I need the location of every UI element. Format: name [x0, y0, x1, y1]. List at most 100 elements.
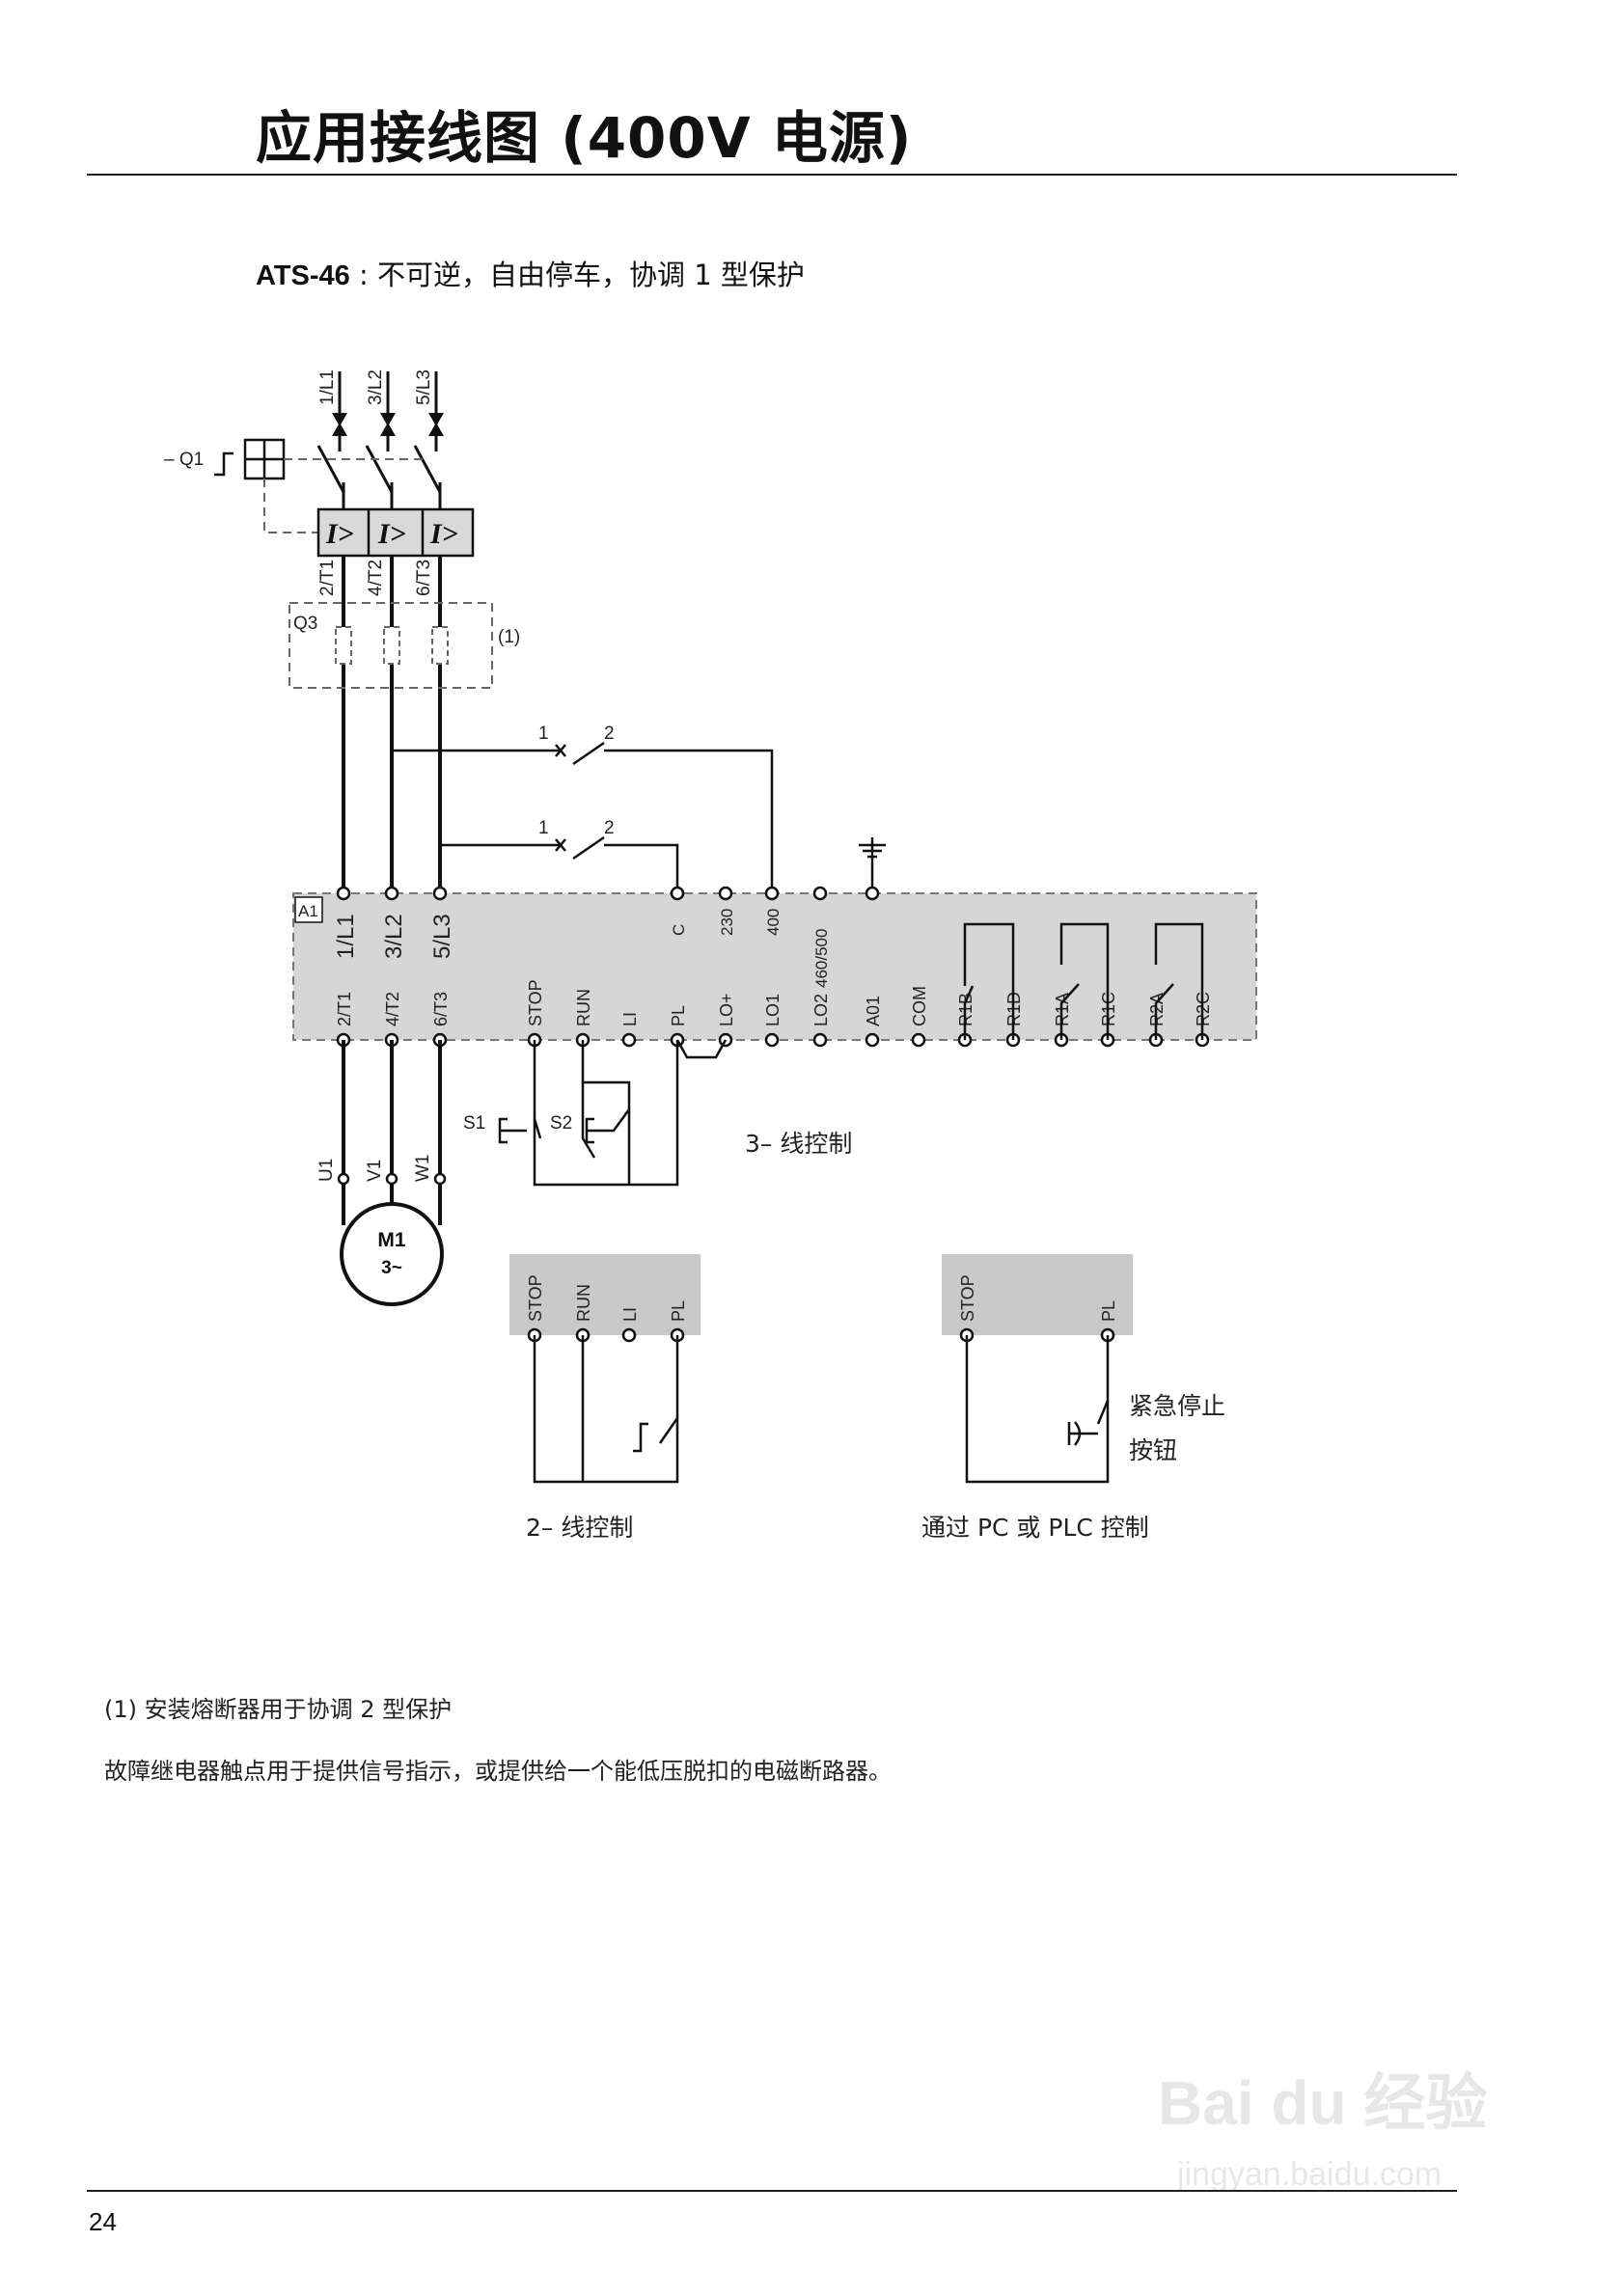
terminal-label-li: LI	[620, 1307, 640, 1322]
fuse-box-q3	[288, 602, 493, 689]
terminal-label-run: RUN	[574, 989, 593, 1026]
terminal-label-4-t2: 4/T2	[383, 992, 402, 1026]
two-wire-terminals: STOP RUN LI PL	[526, 1274, 688, 1343]
plc-caption: 通过 PC 或 PLC 控制	[921, 1514, 1149, 1542]
terminal-label-a01: A01	[864, 996, 883, 1026]
breaker-out-t3: 6/T3	[414, 560, 434, 596]
supply-label-l1: 1/L1	[317, 369, 338, 405]
motor-name: M1	[377, 1229, 405, 1251]
footnote-2: 故障继电器触点用于提供信号指示，或提供给一个能低压脱扣的电磁断路器。	[104, 1758, 892, 1785]
motor-label-v1: V1	[365, 1160, 385, 1182]
breaker-contacts	[316, 436, 442, 509]
terminal-label-230: 230	[718, 909, 736, 936]
terminal-230	[718, 886, 733, 901]
switch-label-s2: S2	[550, 1113, 572, 1134]
terminal-label-lo2: LO2	[811, 994, 831, 1026]
ground-icon	[859, 837, 886, 893]
terminal-label-lo-: LO+	[717, 993, 736, 1026]
page-number: 24	[89, 2207, 117, 2236]
terminal-lo2	[812, 1032, 828, 1048]
terminal-label-5-l3: 5/L3	[429, 914, 455, 959]
motor-leads	[342, 1040, 442, 1225]
supply-label-l3: 5/L3	[414, 369, 434, 405]
terminal-label-3-l2: 3/L2	[381, 914, 407, 959]
footnote-1: (1) 安装熔断器用于协调 2 型保护	[104, 1696, 453, 1723]
terminal-c	[670, 886, 685, 901]
three-wire-circuit	[498, 1040, 679, 1187]
estop-label-2: 按钮	[1129, 1436, 1177, 1464]
diagram-subtitle: ATS-46 : 不可逆，自由停车，协调 1 型保护	[256, 253, 805, 293]
breaker-out-t1: 2/T1	[317, 560, 338, 596]
terminal-label-lo1: LO1	[763, 994, 783, 1026]
breaker-handle-icon	[214, 451, 234, 477]
top-terminals: 1/L1 3/L2 5/L3 C 230 400 460/500	[333, 886, 880, 988]
subtitle-description: : 不可逆，自由停车，协调 1 型保护	[349, 259, 805, 291]
supply-label-l2: 3/L2	[366, 369, 386, 405]
control-contacts	[392, 741, 774, 893]
power-lines	[342, 556, 442, 893]
two-wire-terminal-block	[509, 1254, 701, 1335]
plc-circuit	[965, 1335, 1110, 1484]
contact-pin-2a: 2	[604, 724, 615, 744]
terminal-li	[621, 1032, 637, 1048]
terminal-label-pl: PL	[669, 1005, 688, 1026]
watermark-url: jingyan.baidu.com	[1176, 2156, 1442, 2193]
breaker-linkage	[263, 458, 425, 533]
header-rule	[87, 174, 1457, 176]
watermark-brand: Bai du 经验	[1158, 2068, 1487, 2138]
motor-label-u1: U1	[316, 1159, 337, 1182]
motor-icon	[340, 1202, 444, 1306]
terminal-460-500	[812, 886, 828, 901]
terminal-label-2-t1: 2/T1	[335, 992, 354, 1026]
footer-rule	[87, 2190, 1457, 2192]
model-name: ATS-46	[256, 260, 350, 291]
supply-terminals	[332, 413, 444, 436]
motor-phase: 3~	[381, 1258, 402, 1278]
contact-pin-1b: 1	[538, 818, 549, 838]
contact-pin-1a: 1	[538, 724, 549, 744]
terminal-label-stop: STOP	[526, 979, 545, 1026]
terminal-com	[911, 1032, 926, 1048]
plc-terminal-block	[942, 1254, 1133, 1335]
terminal-label-460-500: 460/500	[812, 929, 831, 988]
terminal-label-c: C	[670, 924, 688, 936]
controller-block-a1	[292, 892, 1257, 1041]
terminal-a01	[865, 1032, 880, 1048]
motor-label-w1: W1	[413, 1155, 433, 1183]
terminal-li	[621, 1327, 637, 1343]
two-wire-circuit	[533, 1335, 679, 1484]
fuse-elements	[335, 626, 449, 665]
terminal-1-l1	[336, 886, 351, 901]
page-title: 应用接线图 (400V 电源)	[256, 105, 913, 171]
watermark-logo: Bai du 经验 jingyan.baidu.com	[1158, 2068, 1487, 2193]
three-wire-caption: 3– 线控制	[745, 1130, 852, 1158]
fuse-label: Q3	[293, 614, 317, 634]
terminal-label-com: COM	[910, 986, 929, 1026]
trip-symbol-3: I>	[429, 518, 458, 550]
terminal-label-pl: PL	[1099, 1300, 1118, 1322]
terminal-label-run: RUN	[574, 1284, 593, 1322]
breaker-out-t2: 4/T2	[366, 560, 386, 596]
trip-units: I> I> I>	[316, 507, 475, 558]
two-wire-caption: 2– 线控制	[526, 1514, 633, 1542]
switch-label-s1: S1	[463, 1113, 485, 1134]
terminal-5-l3	[432, 886, 448, 901]
breaker-label: – Q1	[164, 450, 204, 470]
terminal-label-6-t3: 6/T3	[431, 992, 451, 1026]
terminal-label-pl: PL	[669, 1300, 688, 1322]
fuse-note: (1)	[498, 627, 520, 647]
terminal-400	[764, 886, 780, 901]
terminal-label-stop: STOP	[958, 1274, 977, 1322]
terminal-label-1-l1: 1/L1	[333, 914, 359, 959]
trip-symbol-2: I>	[377, 518, 406, 550]
terminal-label-400: 400	[764, 909, 783, 936]
device-label: A1	[298, 902, 318, 920]
terminal-ground	[865, 886, 880, 901]
terminal-label-stop: STOP	[526, 1274, 545, 1322]
trip-symbol-1: I>	[325, 518, 354, 550]
terminal-lo1	[764, 1032, 780, 1048]
relay-contacts	[963, 922, 1204, 1040]
estop-label-1: 紧急停止	[1129, 1392, 1225, 1420]
contact-pin-2b: 2	[604, 818, 615, 838]
